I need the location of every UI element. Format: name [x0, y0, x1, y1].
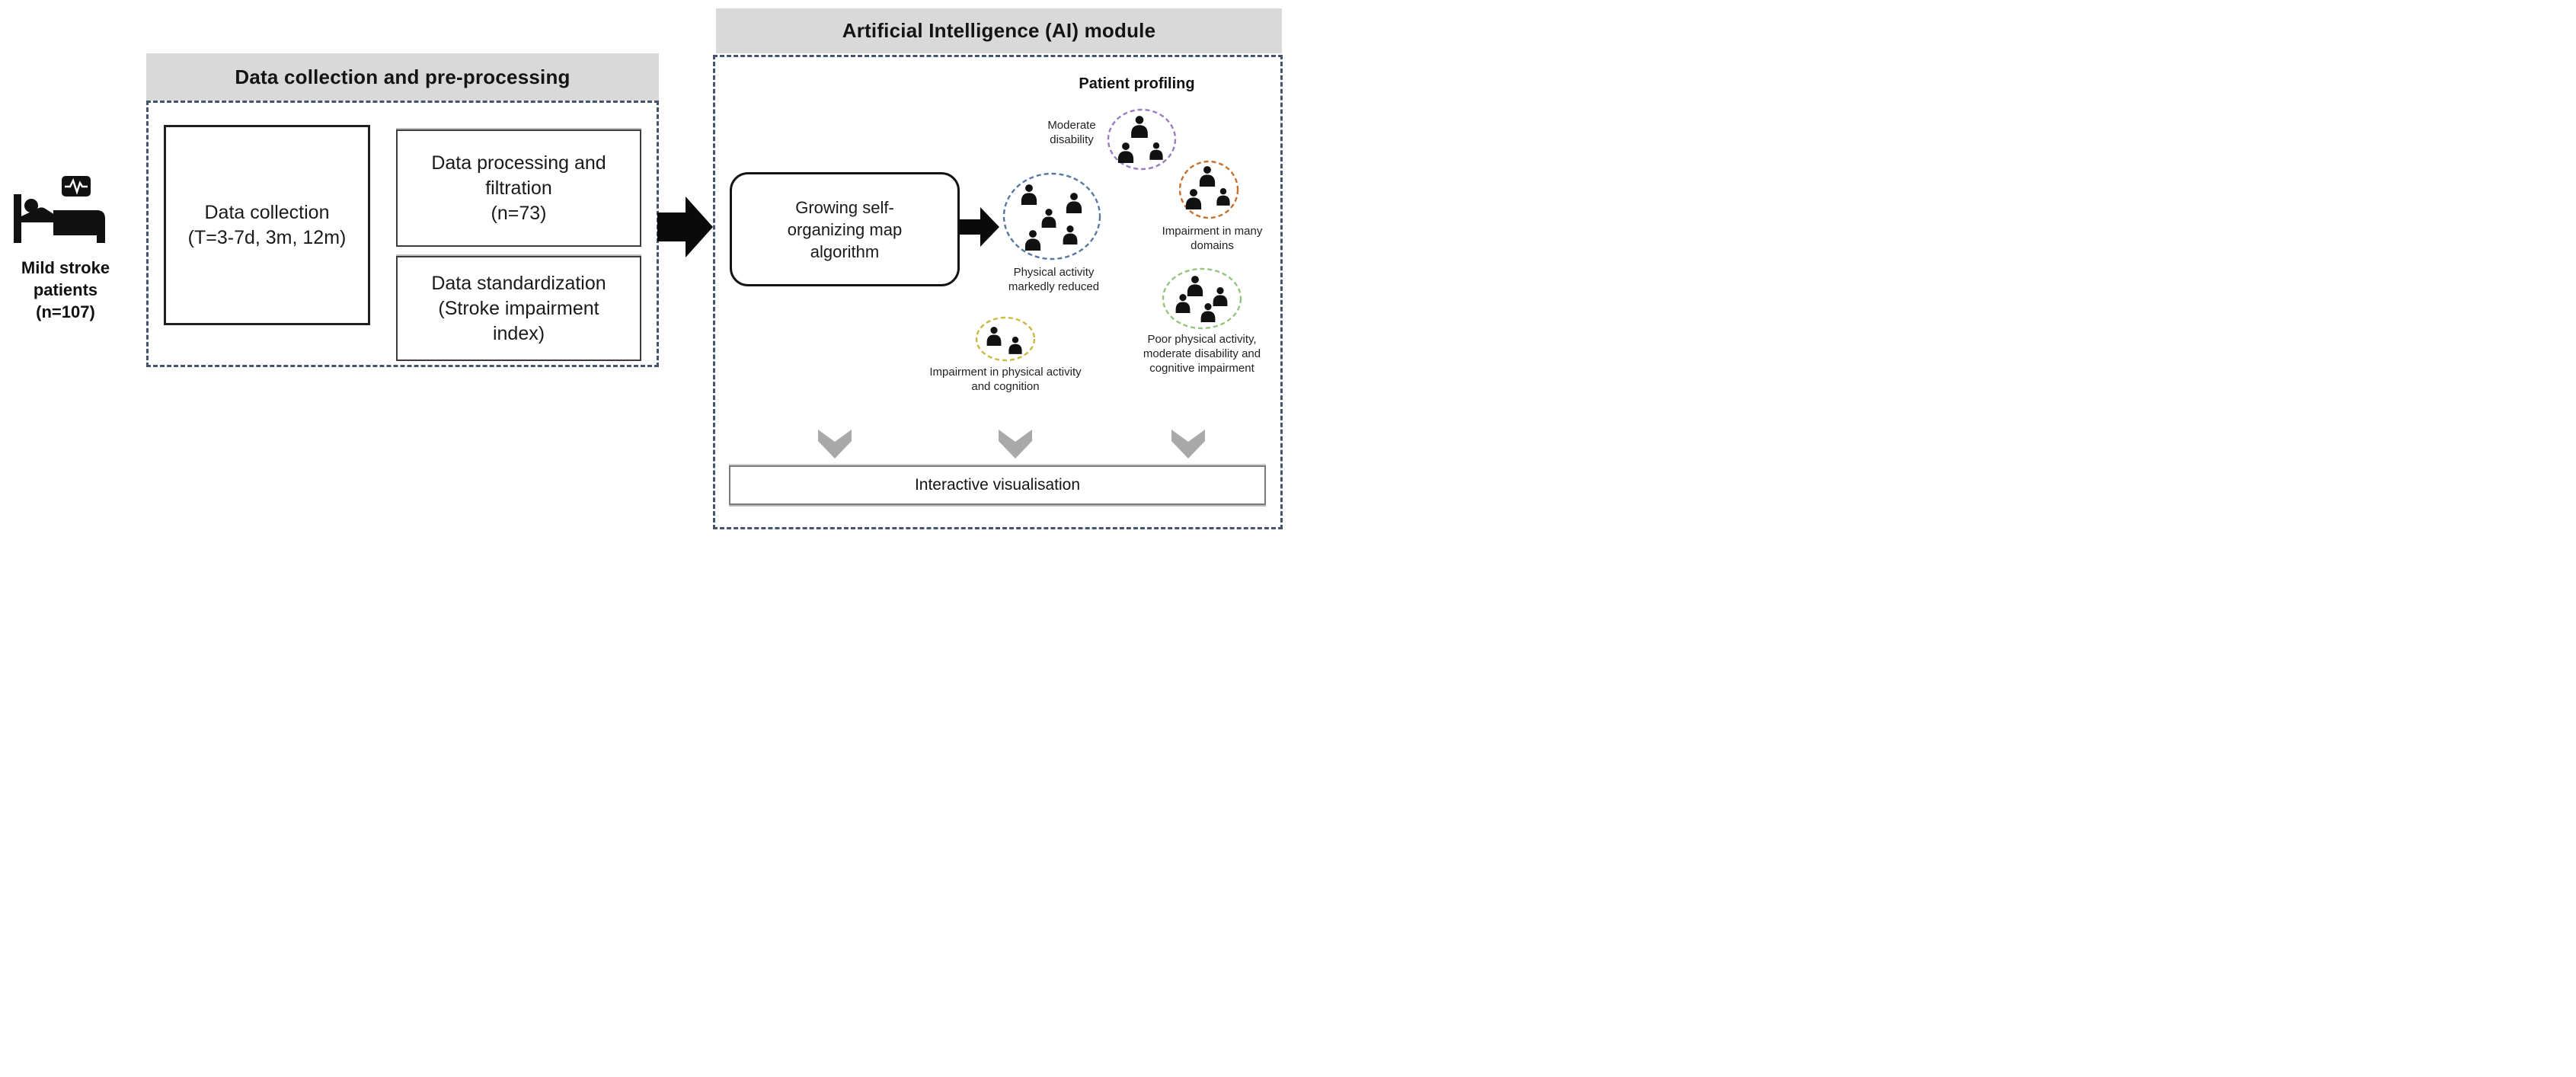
dashed-ellipse — [1002, 172, 1101, 260]
cluster-label-moderate-disability: Moderate disability — [1030, 118, 1114, 147]
cluster-label-impairment-many-domains: Impairment in many domains — [1146, 224, 1279, 253]
data-collection-box: Data collection (T=3-7d, 3m, 12m) — [164, 125, 370, 325]
label-line: patients — [33, 280, 98, 299]
person-icon — [1174, 293, 1192, 313]
person-icon — [1184, 188, 1203, 209]
cluster-ring-physical-activity-reduced — [1002, 172, 1101, 260]
label-line: Mild stroke — [21, 258, 110, 277]
preprocessing-header-text: Data collection and pre-processing — [235, 65, 570, 88]
chevron-down-icon — [1171, 430, 1205, 459]
person-icon — [1129, 115, 1150, 138]
chevron-down-icon — [999, 430, 1032, 459]
person-icon — [1023, 229, 1043, 251]
chevron-down-icon — [818, 430, 852, 459]
person-icon — [1019, 184, 1039, 205]
cluster-ring-impairment-many-domains — [1178, 160, 1239, 219]
label-line: cognitive impairment — [1149, 362, 1254, 375]
interactive-visualisation-label: Interactive visualisation — [914, 476, 1081, 494]
cluster-label-poor-pa: Poor physical activity, moderate disabil… — [1133, 332, 1270, 376]
person-icon — [1148, 142, 1165, 160]
person-icon — [1215, 187, 1232, 206]
cluster-label-impairment-physical-cognition: Impairment in physical activity and cogn… — [914, 365, 1097, 394]
cluster-ring-moderate-disability — [1107, 108, 1177, 171]
ai-module-container — [713, 55, 1283, 529]
patient-profiling-title: Patient profiling — [1079, 75, 1195, 92]
label-line: (T=3-7d, 3m, 12m) — [187, 226, 347, 248]
label-line: domains — [1191, 239, 1234, 252]
person-icon — [1199, 302, 1217, 322]
data-processing-filtration-box: Data processing and filtration (n=73) — [396, 129, 641, 247]
data-standardization-box: Data standardization (Stroke impairment … — [396, 256, 641, 361]
label-line: markedly reduced — [1008, 280, 1100, 293]
label-line: and cognition — [971, 380, 1040, 393]
label-line: Impairment in many — [1162, 225, 1263, 238]
label-line: Moderate — [1047, 119, 1096, 132]
label-line: Data processing and — [431, 152, 606, 174]
label-line: Data standardization — [431, 272, 606, 294]
cluster-ring-poor-pa — [1162, 267, 1242, 330]
preprocessing-header: Data collection and pre-processing — [146, 53, 659, 101]
cluster-label-physical-activity-reduced: Physical activity markedly reduced — [999, 265, 1109, 294]
label-line: (Stroke impairment — [438, 297, 599, 319]
person-icon — [1064, 192, 1084, 213]
dashed-ellipse — [975, 316, 1036, 362]
label-line: Poor physical activity, — [1147, 333, 1257, 346]
label-line: moderate disability and — [1143, 347, 1261, 360]
label-line: organizing map — [787, 219, 903, 239]
heart-monitor-icon — [62, 176, 91, 197]
flow-arrow-icon — [960, 207, 999, 247]
person-icon — [1007, 336, 1024, 354]
label-line: Data collection — [204, 201, 330, 223]
person-icon — [985, 326, 1003, 346]
patient-in-bed-icon — [14, 176, 105, 243]
label-line: (n=73) — [491, 202, 547, 224]
label-line: (n=107) — [36, 302, 95, 321]
ai-module-header-text: Artificial Intelligence (AI) module — [842, 19, 1156, 42]
person-icon — [1116, 142, 1136, 163]
heartbeat-line-icon — [65, 177, 88, 195]
dashed-ellipse — [1178, 160, 1239, 219]
dashed-ellipse — [1107, 108, 1177, 171]
interactive-visualisation-box: Interactive visualisation — [729, 465, 1266, 505]
cluster-ring-impairment-physical-cognition — [975, 316, 1036, 362]
label-line: filtration — [485, 177, 552, 199]
person-icon — [1040, 208, 1058, 228]
label-line: algorithm — [810, 241, 880, 261]
label-line: disability — [1050, 133, 1094, 146]
person-icon — [1197, 165, 1217, 187]
dashed-ellipse — [1162, 267, 1242, 330]
label-line: Growing self- — [795, 197, 894, 217]
label-line: index) — [492, 322, 545, 344]
flow-arrow-icon — [657, 197, 713, 257]
gsom-algorithm-box: Growing self- organizing map algorithm — [730, 172, 960, 286]
diagram-canvas: Mild stroke patients (n=107) Data collec… — [0, 0, 1288, 538]
patient-count-label: Mild stroke patients (n=107) — [0, 257, 131, 323]
label-line: Physical activity — [1013, 266, 1095, 279]
label-line: Impairment in physical activity — [929, 366, 1082, 379]
ai-module-header: Artificial Intelligence (AI) module — [716, 8, 1282, 53]
person-icon — [1061, 225, 1079, 244]
